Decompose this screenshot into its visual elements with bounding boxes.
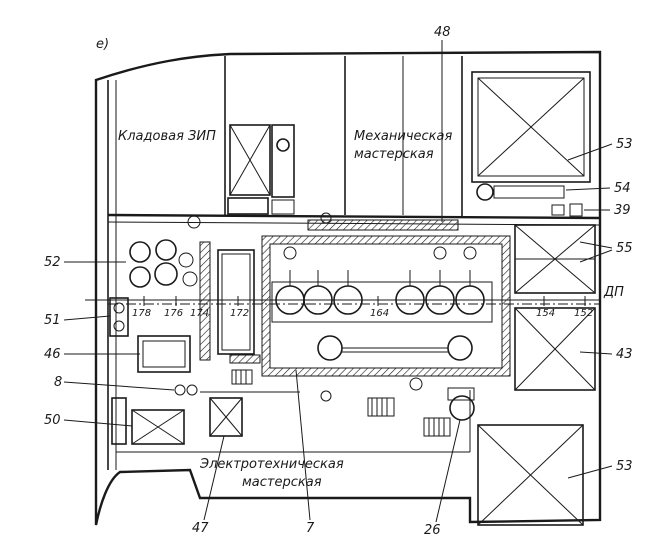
callout-51-text: 51 <box>44 313 61 328</box>
frame-154: 154 <box>536 308 555 319</box>
callout-50: 50 <box>44 413 133 428</box>
hatch-53-bottom <box>477 424 584 526</box>
equipment-47 <box>209 397 243 437</box>
pump-26 <box>447 387 475 421</box>
pipe-stubs <box>283 246 477 286</box>
room-mech-workshop-line1: Механическая <box>354 129 452 144</box>
frame-marks <box>143 296 586 306</box>
callout-48: 48 <box>434 25 451 222</box>
callout-26: 26 <box>424 419 461 538</box>
callout-55-text: 55 <box>616 241 633 256</box>
hull-outline <box>94 50 602 526</box>
callout-46: 46 <box>44 347 140 362</box>
callout-39-text: 39 <box>614 203 631 218</box>
equipment-52 <box>129 215 201 288</box>
hatch-53-top <box>471 71 591 183</box>
figure-label: е) <box>96 37 109 52</box>
equipment-51 <box>109 297 129 337</box>
callout-50-text: 50 <box>44 413 61 428</box>
room-electro-workshop-line2: мастерская <box>242 475 322 490</box>
frame-172: 172 <box>230 308 249 319</box>
frame-178: 178 <box>132 308 151 319</box>
lower-partitions <box>116 390 471 453</box>
callout-7: 7 <box>295 369 315 536</box>
room-mech-workshop-line2: мастерская <box>354 147 434 162</box>
generator-172 <box>217 249 255 355</box>
room-spares-store: Кладовая ЗИП <box>118 129 216 144</box>
callout-43: 43 <box>579 347 633 362</box>
callout-39: 39 <box>584 203 631 218</box>
room-electro-workshop-line1: Электротехническая <box>199 457 344 472</box>
frame-174: 174 <box>190 308 209 319</box>
callout-53-top: 53 <box>567 137 633 161</box>
equipment-46 <box>137 335 191 373</box>
frame-176: 176 <box>164 308 183 319</box>
callout-52: 52 <box>44 255 126 270</box>
equipment-50 <box>111 397 185 445</box>
callout-8: 8 <box>54 375 175 391</box>
pump-54 <box>476 183 583 217</box>
callout-54: 54 <box>565 181 631 196</box>
box-55 <box>514 224 596 294</box>
frame-164: 164 <box>370 308 389 319</box>
callout-48-text: 48 <box>434 25 451 40</box>
callout-43-text: 43 <box>616 347 633 362</box>
box-43 <box>514 307 596 391</box>
callout-54-text: 54 <box>614 181 631 196</box>
callout-8-text: 8 <box>54 375 62 390</box>
stairs <box>231 369 451 437</box>
frame-152: 152 <box>574 308 593 319</box>
callout-51: 51 <box>44 313 111 328</box>
small-fittings <box>174 212 423 402</box>
centerline <box>85 299 600 305</box>
callout-55: 55 <box>579 241 633 263</box>
callout-53-bottom-text: 53 <box>616 459 633 474</box>
callout-7-text: 7 <box>306 521 315 536</box>
callout-47-text: 47 <box>192 521 209 536</box>
callout-47: 47 <box>192 435 225 536</box>
callout-53-top-text: 53 <box>616 137 633 152</box>
callout-46-text: 46 <box>44 347 61 362</box>
callout-52-text: 52 <box>44 255 61 270</box>
main-engine <box>261 235 511 377</box>
callout-26-text: 26 <box>424 523 441 538</box>
centerline-label: ДП <box>603 285 624 300</box>
callout-53-bottom: 53 <box>567 459 633 479</box>
spares-store-equipment <box>227 124 295 215</box>
